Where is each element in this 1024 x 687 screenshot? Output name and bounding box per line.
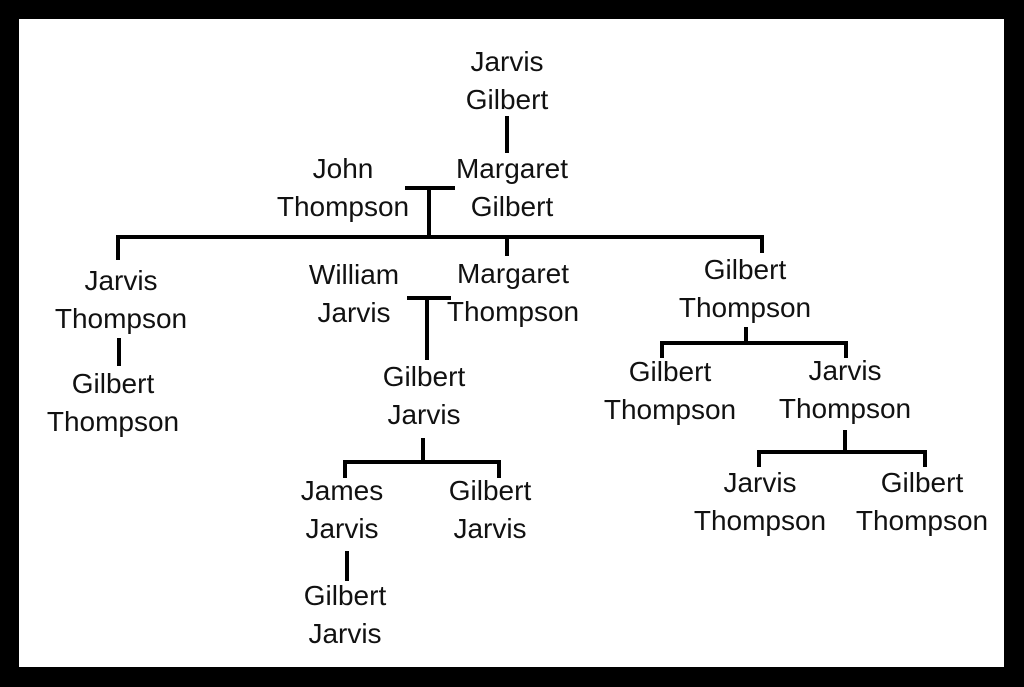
first-name: Gilbert (703, 254, 787, 285)
connector-thompson2-drop-left (757, 450, 761, 467)
connector-marriage2-bar (407, 296, 451, 300)
person-gilbert-jarvis-3: Gilbert Jarvis (225, 577, 465, 653)
person-margaret-gilbert: Margaret Gilbert (392, 150, 632, 226)
first-name: Jarvis (470, 46, 544, 77)
connector-gen2-drop-middle (505, 235, 509, 256)
person-gilbert-thompson-1: Gilbert Thompson (625, 251, 865, 327)
connector-james-jarvis-child (345, 551, 349, 581)
last-name: Thompson (693, 505, 827, 536)
last-name: Thompson (446, 296, 580, 327)
last-name: Thompson (855, 505, 989, 536)
first-name: Margaret (455, 153, 569, 184)
connector-thompson-drop-right (844, 341, 848, 358)
connector-root-drop (505, 116, 509, 153)
first-name: Gilbert (382, 361, 466, 392)
person-jarvis-gilbert: Jarvis Gilbert (387, 43, 627, 119)
last-name: Thompson (54, 303, 188, 334)
person-gilbert-jarvis-2: Gilbert Jarvis (370, 472, 610, 548)
connector-gilbert-thompson1-stub (744, 327, 748, 343)
last-name: Jarvis (387, 399, 461, 430)
last-name: Thompson (603, 394, 737, 425)
connector-jarvis-thompson1-child (117, 338, 121, 366)
first-name: Gilbert (71, 368, 155, 399)
first-name: Margaret (456, 258, 570, 289)
connector-jarvis-thompson2-stub (843, 430, 847, 451)
person-gilbert-thompson-2: Gilbert Thompson (0, 365, 233, 441)
connector-marriage1-drop (427, 186, 431, 239)
person-william-jarvis: William Jarvis (234, 256, 474, 332)
last-name: Thompson (46, 406, 180, 437)
last-name: Jarvis (453, 513, 527, 544)
connector-gen2-sibling-bar (116, 235, 764, 239)
person-jarvis-thompson-1: Jarvis Thompson (1, 262, 241, 338)
connector-thompson2-sibling-bar (757, 450, 927, 454)
first-name: Jarvis (808, 355, 882, 386)
first-name: Gilbert (880, 467, 964, 498)
person-gilbert-thompson-4: Gilbert Thompson (802, 464, 1024, 540)
person-gilbert-thompson-3: Gilbert Thompson (550, 353, 790, 429)
first-name: Gilbert (303, 580, 387, 611)
last-name: Gilbert (470, 191, 554, 222)
last-name: Jarvis (305, 513, 379, 544)
last-name: Jarvis (308, 618, 382, 649)
connector-thompson-drop-left (660, 341, 664, 358)
connector-jarvis-sibling-bar (343, 460, 501, 464)
first-name: James (300, 475, 384, 506)
connector-thompson-sibling-bar (660, 341, 848, 345)
last-name: Gilbert (465, 84, 549, 115)
last-name: Thompson (678, 292, 812, 323)
connector-marriage2-drop (425, 296, 429, 360)
person-james-jarvis: James Jarvis (222, 472, 462, 548)
first-name: Jarvis (84, 265, 158, 296)
last-name: Jarvis (317, 297, 391, 328)
connector-jarvis-drop-left (343, 460, 347, 478)
last-name: Thompson (276, 191, 410, 222)
first-name: John (312, 153, 374, 184)
connector-gilbert-jarvis1-stub (421, 438, 425, 462)
person-gilbert-jarvis-1: Gilbert Jarvis (304, 358, 544, 434)
person-margaret-thompson: Margaret Thompson (393, 255, 633, 331)
connector-gen2-drop-left (116, 235, 120, 260)
connector-gen2-drop-right (760, 235, 764, 253)
person-jarvis-thompson-2: Jarvis Thompson (725, 352, 965, 428)
connector-thompson2-drop-right (923, 450, 927, 467)
first-name: William (308, 259, 400, 290)
person-jarvis-thompson-3: Jarvis Thompson (640, 464, 880, 540)
first-name: Jarvis (723, 467, 797, 498)
first-name: Gilbert (448, 475, 532, 506)
first-name: Gilbert (628, 356, 712, 387)
connector-jarvis-drop-right (497, 460, 501, 478)
person-john-thompson: John Thompson (223, 150, 463, 226)
last-name: Thompson (778, 393, 912, 424)
